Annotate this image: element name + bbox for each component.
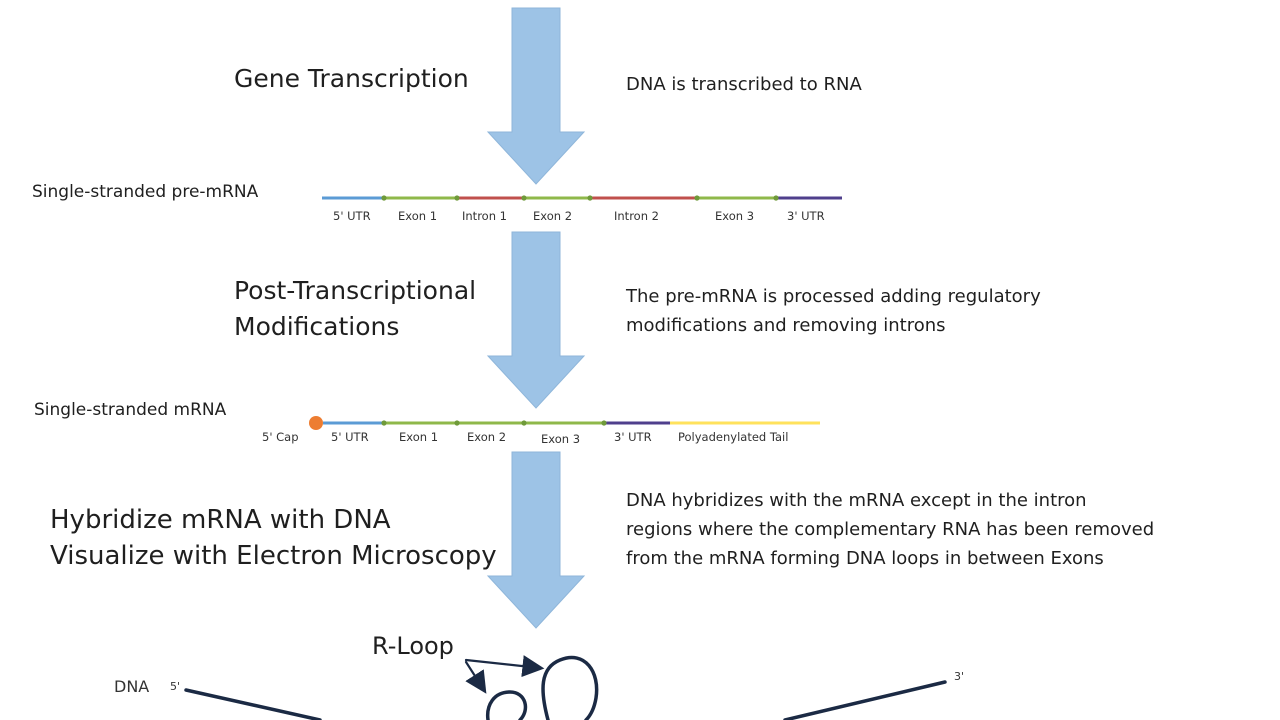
pre-mrna-label-intron1: Intron 1 <box>462 209 507 223</box>
step-post-transcriptional-line1: Post-Transcriptional <box>234 276 477 305</box>
pre-mrna-title: Single-stranded pre-mRNA <box>32 182 259 202</box>
pre-mrna-label-intron2: Intron 2 <box>614 209 659 223</box>
mrna-strand <box>309 416 820 430</box>
dna-rloop-large <box>541 656 599 720</box>
flow-arrow-3 <box>486 451 586 629</box>
desc-hybrid-line1: DNA hybridizes with the mRNA except in t… <box>626 490 1087 511</box>
rloop-pointer-2 <box>464 660 487 694</box>
step-post-transcriptional-line2: Modifications <box>234 312 400 341</box>
pre-mrna-label-3utr: 3' UTR <box>787 209 825 223</box>
desc-processing-line1: The pre-mRNA is processed adding regulat… <box>626 286 1041 307</box>
mrna-label-exon3: Exon 3 <box>541 432 581 446</box>
dna-label: DNA <box>114 677 150 696</box>
mrna-title: Single-stranded mRNA <box>34 400 227 420</box>
dna-three-prime-label: 3' <box>954 670 965 683</box>
dna-rloop-small <box>485 690 528 720</box>
step-hybridize-line1: Hybridize mRNA with DNA <box>50 505 391 535</box>
mrna-label-exon2: Exon 2 <box>467 430 507 444</box>
step-gene-transcription: Gene Transcription <box>234 64 469 93</box>
rloop-label: R-Loop <box>372 632 454 660</box>
dna-hybrid <box>184 655 947 720</box>
mrna-label-exon1: Exon 1 <box>399 430 439 444</box>
dna-left-strand <box>184 688 322 720</box>
step-hybridize-line2: Visualize with Electron Microscopy <box>50 541 497 571</box>
mrna-label-5utr: 5' UTR <box>331 430 369 444</box>
flow-arrow-2 <box>486 231 586 409</box>
rloop-pointer-1 <box>464 655 545 678</box>
cap-dot <box>309 416 323 430</box>
mrna-label-cap: 5' Cap <box>262 430 299 444</box>
pre-mrna-label-exon3: Exon 3 <box>715 209 755 223</box>
mrna-label-poly-tail: Polyadenylated Tail <box>678 430 789 444</box>
desc-processing-line2: modifications and removing introns <box>626 315 946 336</box>
pre-mrna-label-5utr: 5' UTR <box>333 209 371 223</box>
desc-hybrid-line3: from the mRNA forming DNA loops in betwe… <box>626 548 1104 569</box>
flow-arrow-1 <box>486 7 586 185</box>
pre-mrna-label-exon2: Exon 2 <box>533 209 573 223</box>
pre-mrna-strand <box>322 195 842 201</box>
desc-hybrid-line2: regions where the complementary RNA has … <box>626 519 1155 540</box>
dna-right-strand <box>783 680 947 720</box>
mrna-label-3utr: 3' UTR <box>614 430 652 444</box>
dna-five-prime-label: 5' <box>170 680 181 693</box>
pre-mrna-label-exon1: Exon 1 <box>398 209 438 223</box>
desc-transcription: DNA is transcribed to RNA <box>626 74 862 95</box>
